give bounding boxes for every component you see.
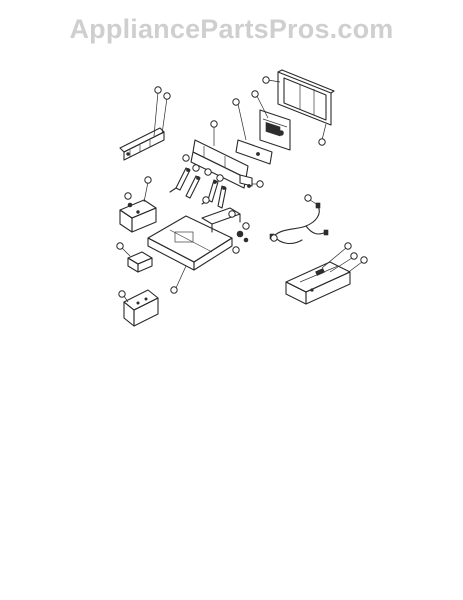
pan-block bbox=[119, 199, 157, 233]
bottom-plate bbox=[123, 289, 159, 327]
top-mounting-rail bbox=[190, 139, 253, 189]
watermark-text: AppliancePartsPros.com bbox=[69, 14, 394, 44]
mounting-bracket bbox=[235, 139, 273, 165]
pan-block-small bbox=[127, 251, 153, 273]
burner-valves bbox=[169, 167, 227, 209]
control-panel-board bbox=[259, 109, 291, 151]
left-side-bracket bbox=[119, 127, 165, 161]
wire-harness bbox=[269, 202, 329, 245]
base-tray bbox=[147, 215, 233, 271]
rear-cover-panel bbox=[277, 69, 335, 126]
callout-markers bbox=[116, 76, 368, 303]
right-bracket-assembly bbox=[285, 261, 351, 305]
